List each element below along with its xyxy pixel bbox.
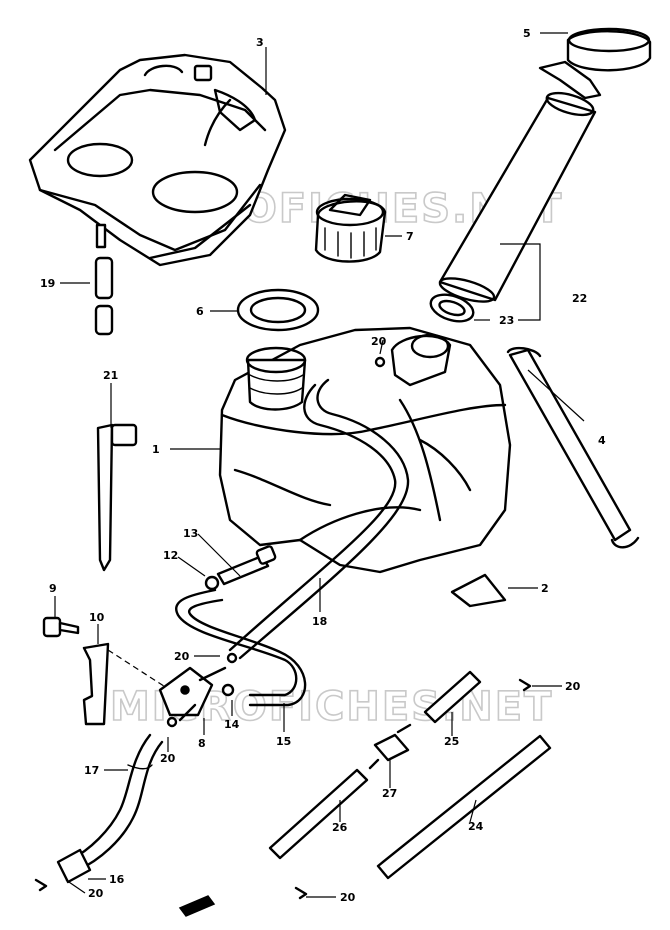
callout-27: 27 bbox=[382, 787, 397, 800]
clip-markers bbox=[34, 356, 532, 900]
callout-3: 3 bbox=[256, 36, 264, 49]
part-23-clamp bbox=[429, 293, 475, 323]
callout-25: 25 bbox=[444, 735, 459, 748]
part-8-fuel-cock bbox=[158, 666, 227, 722]
callout-10: 10 bbox=[89, 611, 105, 624]
direction-arrow-icon bbox=[178, 895, 216, 917]
callout-9: 9 bbox=[49, 582, 57, 595]
part-14-clip bbox=[221, 683, 235, 697]
callout-16: 16 bbox=[109, 873, 125, 886]
callout-20-d: 20 bbox=[565, 680, 581, 693]
callout-20-a: 20 bbox=[371, 335, 387, 348]
callout-4: 4 bbox=[598, 434, 606, 447]
callout-1: 1 bbox=[152, 443, 160, 456]
callout-20-b: 20 bbox=[174, 650, 190, 663]
part-1-fuel-tank bbox=[218, 326, 512, 574]
part-22-filler-neck bbox=[438, 91, 597, 303]
leader-lines bbox=[54, 32, 585, 898]
part-12-clip bbox=[204, 575, 220, 591]
part-2-pad bbox=[450, 573, 507, 608]
part-19-spacer bbox=[94, 256, 114, 336]
callout-5: 5 bbox=[523, 27, 531, 40]
callout-8: 8 bbox=[198, 737, 206, 750]
callout-14: 14 bbox=[224, 718, 240, 731]
part-16-hose-end bbox=[56, 848, 92, 884]
part-6-gasket bbox=[236, 288, 320, 332]
callout-20-e: 20 bbox=[340, 891, 356, 904]
assembly-line bbox=[107, 649, 171, 691]
callout-18: 18 bbox=[312, 615, 327, 628]
part-9-bolt bbox=[42, 616, 80, 638]
part-27-filter bbox=[368, 723, 412, 770]
callout-23: 23 bbox=[499, 314, 514, 327]
callout-26: 26 bbox=[332, 821, 348, 834]
part-21-bolt bbox=[96, 423, 138, 572]
callout-15: 15 bbox=[276, 735, 291, 748]
part-13-fitting bbox=[216, 545, 277, 586]
part-7-fuel-cap bbox=[314, 193, 387, 263]
part-26-hose bbox=[268, 768, 369, 860]
callouts: 1 2 3 4 5 6 7 8 9 10 12 13 14 15 16 17 1… bbox=[40, 27, 606, 904]
part-18-hose bbox=[228, 378, 410, 660]
callout-20-f: 20 bbox=[88, 887, 104, 900]
callout-6: 6 bbox=[196, 305, 204, 318]
callout-20-c: 20 bbox=[160, 752, 176, 765]
part-25-hose bbox=[423, 670, 482, 724]
part-17-drain-hose bbox=[68, 733, 164, 872]
callout-17: 17 bbox=[84, 764, 99, 777]
callout-19: 19 bbox=[40, 277, 55, 290]
callout-22: 22 bbox=[572, 292, 587, 305]
callout-2: 2 bbox=[541, 582, 549, 595]
part-24-hose bbox=[376, 734, 552, 880]
callout-12: 12 bbox=[163, 549, 178, 562]
part-10-bracket bbox=[82, 642, 110, 726]
part-5-filler-cap bbox=[538, 27, 652, 100]
callout-24: 24 bbox=[468, 820, 484, 833]
part-15-hose bbox=[175, 588, 307, 707]
part-3-tank-tray bbox=[28, 53, 287, 267]
callout-21: 21 bbox=[103, 369, 118, 382]
part-4-strap bbox=[506, 346, 640, 549]
callout-13: 13 bbox=[183, 527, 198, 540]
callout-7: 7 bbox=[406, 230, 414, 243]
